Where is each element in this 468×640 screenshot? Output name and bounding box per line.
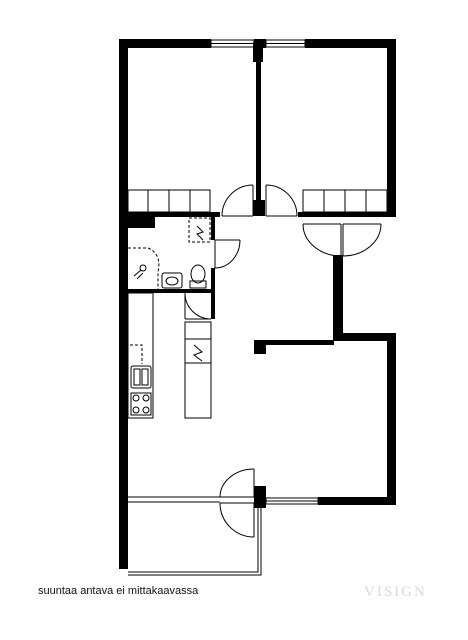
bathroom-door bbox=[214, 239, 241, 269]
outer-wall-top-left bbox=[119, 39, 211, 48]
bathroom-fixtures bbox=[128, 217, 211, 289]
stove-icon bbox=[130, 392, 152, 416]
balcony-door bbox=[219, 468, 255, 538]
bedroom1-door bbox=[221, 184, 254, 217]
balcony bbox=[128, 496, 262, 576]
sink-icon bbox=[130, 365, 152, 389]
toilet-icon bbox=[189, 264, 207, 289]
washbasin-icon bbox=[161, 272, 183, 289]
cabinet-door bbox=[184, 292, 212, 320]
windows bbox=[210, 39, 319, 505]
inner-right-wall-horizontal bbox=[333, 333, 396, 341]
partition-post-bottom bbox=[253, 200, 265, 216]
wardrobes bbox=[127, 189, 388, 213]
outer-wall-left bbox=[119, 39, 128, 569]
bedroom2-bottom-wall bbox=[298, 212, 396, 217]
hall-double-door bbox=[302, 223, 382, 257]
brand-watermark: VISIGN bbox=[364, 584, 427, 600]
laundry-spot bbox=[188, 217, 211, 243]
scale-note: suuntaa antava ei mittakaavassa bbox=[38, 585, 199, 597]
living-bottom-wall-right bbox=[318, 497, 396, 505]
bedroom2-door bbox=[265, 184, 298, 217]
kitchen bbox=[127, 292, 212, 419]
partition-post-top bbox=[253, 42, 263, 62]
bedroom1-bottom-wall bbox=[128, 212, 220, 217]
bathroom-bottom-wall bbox=[128, 289, 215, 293]
walls bbox=[119, 39, 396, 569]
doors bbox=[184, 184, 382, 538]
balcony-door-post bbox=[254, 486, 266, 508]
bathroom-corner-bottom bbox=[211, 289, 215, 319]
bathroom-right-wall-lower bbox=[211, 268, 215, 292]
outer-wall-top-right bbox=[305, 39, 396, 48]
inner-right-wall-vertical bbox=[333, 255, 343, 339]
shower-head-icon bbox=[139, 264, 147, 272]
bedroom1-bottom-wall-left bbox=[128, 212, 155, 228]
outer-wall-right-lower bbox=[387, 333, 396, 505]
living-wall-top bbox=[254, 340, 334, 345]
kitchen-counter bbox=[127, 292, 154, 419]
fridge-area bbox=[130, 344, 143, 364]
bathroom-right-wall-upper bbox=[211, 216, 215, 240]
shower-area bbox=[128, 247, 160, 289]
tall-cabinets bbox=[184, 321, 212, 419]
outer-wall-right-upper bbox=[387, 39, 396, 217]
bedroom-partition bbox=[256, 48, 261, 216]
